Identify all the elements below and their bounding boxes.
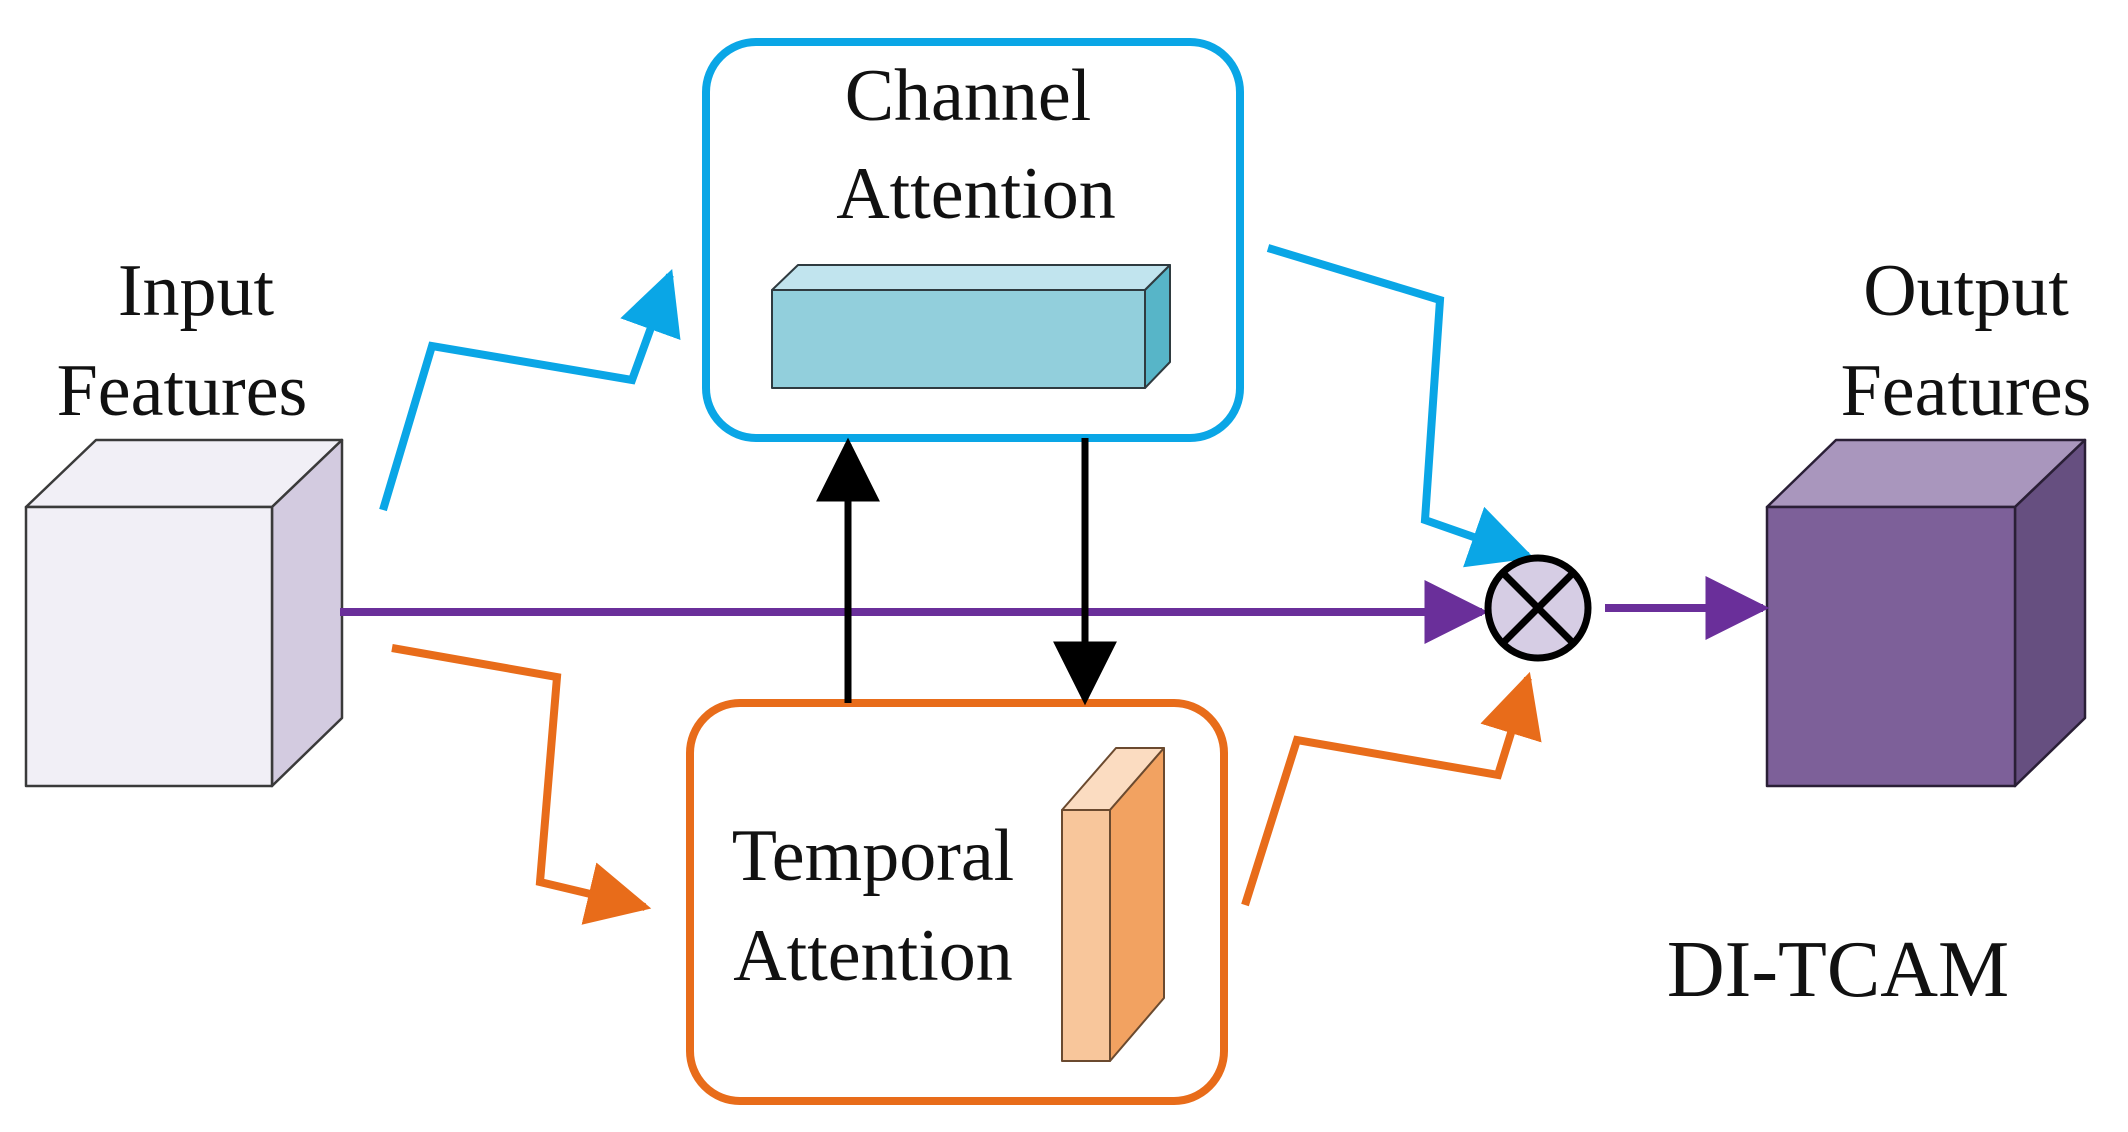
input-features: Input Features — [24, 250, 344, 788]
output-label-line2: Features — [1841, 350, 2092, 432]
channel-label-line2: Attention — [836, 153, 1116, 235]
channel-label-line1: Channel — [845, 55, 1092, 137]
temporal-label-line1: Temporal — [732, 815, 1015, 897]
channel-attention-bar — [771, 264, 1171, 389]
input-cube — [24, 438, 344, 788]
output-features: Output Features — [1765, 250, 2092, 788]
diagram-title: DI-TCAM — [1667, 926, 2009, 1014]
input-label-line1: Input — [118, 250, 275, 332]
channel-to-multiply-arrow — [1266, 244, 1535, 568]
temporal-attention-module: Temporal Attention — [686, 699, 1228, 1105]
channel-attention-module: Channel Attention — [702, 38, 1244, 442]
input-to-temporal-arrow — [391, 644, 652, 925]
temporal-attention-slab — [1061, 747, 1165, 1062]
temporal-label-line2: Attention — [733, 915, 1013, 997]
output-label-line1: Output — [1863, 250, 2069, 332]
output-cube — [1765, 438, 2087, 788]
input-to-channel-arrow — [379, 268, 681, 512]
temporal-to-multiply-arrow — [1241, 671, 1542, 907]
multiply-operator-icon — [1484, 554, 1592, 662]
input-label-line2: Features — [57, 350, 308, 432]
